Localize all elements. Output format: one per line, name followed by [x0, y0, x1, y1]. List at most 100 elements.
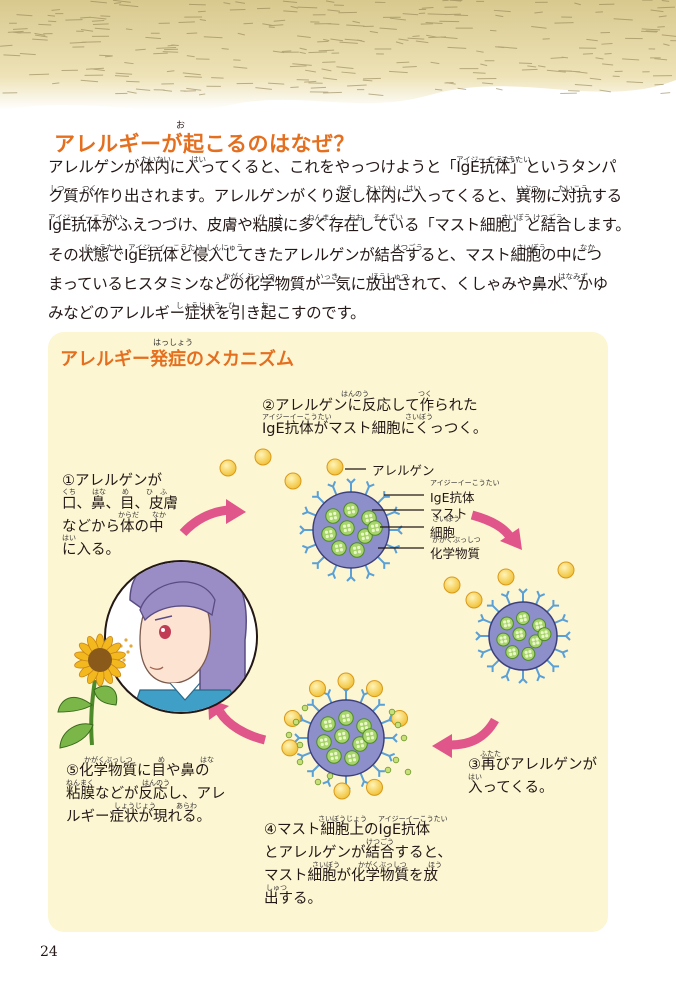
paragraph-ruby: さいぼう	[501, 213, 531, 223]
step-2-line: ②アレルゲンに反応して作られた	[262, 398, 478, 414]
paragraph-line: アレルゲンが体内に入ってくると、これをやっつけようと「IgE抗体」というタンパた…	[48, 154, 648, 183]
paragraph-ruby: かえ	[338, 184, 353, 194]
label-cell-ruby: さいぼう	[432, 515, 460, 523]
paragraph-text: みなどのアレルギー症状を引き起こすのです。	[48, 303, 366, 322]
paragraph-ruby: ねんまく	[307, 213, 337, 223]
label-ige: IgE抗体	[430, 490, 475, 505]
paragraph-line: IgE抗体がふえつづけ、皮膚や粘膜に多く存在している「マスト細胞」と結合します。…	[48, 212, 648, 241]
step-5-ruby: かがくぶっしつ	[84, 756, 133, 764]
step-1-line: ①アレルゲンが	[62, 473, 162, 489]
step-1-ruby: め	[122, 488, 129, 496]
paragraph-ruby: かがくぶっしつ	[223, 271, 276, 281]
paragraph-ruby: はい	[406, 184, 421, 194]
paragraph-ruby: アイジーイーこうたい	[48, 213, 123, 223]
paragraph-ruby: ひ	[228, 300, 236, 310]
mast-cell-releasing	[281, 672, 409, 796]
step-3-line: ③再びアレルゲンが	[468, 757, 597, 773]
step-1-line: などから体の中	[62, 519, 164, 535]
paragraph-text: IgE抗体がふえつづけ、皮膚や粘膜に多く存在している「マスト細胞」と結合します。	[48, 216, 631, 235]
step-4-ruby: さいぼうじょう	[318, 815, 367, 823]
step-5-ruby: はな	[200, 756, 214, 764]
step-5-ruby: め	[158, 756, 165, 764]
banner-texture	[0, 0, 676, 110]
step-2-ruby: さいぼう	[405, 413, 433, 421]
sunflower-icon	[57, 633, 126, 749]
step-1-ruby: はい	[62, 534, 76, 542]
step-5-ruby: しょうじょう	[114, 802, 156, 810]
step-4-ruby: しゅつ	[266, 884, 287, 892]
step-4-ruby: ほう	[428, 861, 442, 869]
paragraph-line: まっているヒスタミンなどの化学物質が一気に放出されて、くしゃみや鼻水、かゆかがく…	[48, 271, 648, 300]
heading-ruby: お	[176, 121, 186, 131]
paragraph-ruby: ふ	[276, 213, 284, 223]
body-paragraph: アレルゲンが体内に入ってくると、これをやっつけようと「IgE抗体」というタンパた…	[48, 154, 648, 329]
step-3-caption: ③再びアレルゲンが 入ってくる。	[468, 754, 597, 800]
step-4-line: 出する。	[264, 891, 322, 907]
panel-title: アレルギー発症のメカニズム	[60, 349, 294, 370]
paragraph-ruby: アイジーイーこうたい	[456, 155, 531, 164]
paragraph-ruby: ほうしゅつ	[371, 271, 409, 281]
paragraph-text: その状態でIgE抗体と侵入してきたアレルゲンが結合すると、マスト細胞の中につ	[48, 245, 602, 264]
step-5-ruby: あらわ	[176, 802, 197, 810]
step-1-ruby: ひ ふ	[146, 488, 167, 496]
arrow-step3-to-4	[432, 717, 499, 758]
step-3-ruby: はい	[468, 773, 482, 781]
paragraph-ruby: そんざい	[373, 213, 403, 223]
mast-cell-sensitized	[299, 478, 403, 582]
step-3-ruby: ふたた	[480, 750, 501, 758]
step-2-caption: ②アレルゲンに反応して作られた IgE抗体がマスト細胞にくっつく。	[262, 395, 487, 441]
step-5-line: 粘膜などが反応し、アレ	[66, 786, 226, 802]
paragraph-ruby: いぶつ	[516, 184, 539, 194]
step-1-ruby: はな	[92, 488, 106, 496]
paragraph-text: アレルゲンが体内に入ってくると、これをやっつけようと「IgE抗体」というタンパ	[48, 158, 617, 176]
label-allergen: アレルゲン	[372, 463, 435, 478]
paragraph-ruby: しょうじょう	[176, 300, 221, 310]
girl-illustration	[57, 560, 258, 749]
label-mast: マスト	[430, 506, 468, 521]
step-4-caption: ④マスト細胞上のIgE抗体 とアレルゲンが結合すると、 マスト細胞が化学物質を放…	[264, 819, 452, 911]
panel-title-ruby: はっしょう	[153, 338, 193, 347]
step-4-ruby: さいぼう	[312, 861, 340, 869]
step-4-ruby: かがくぶっしつ	[358, 861, 407, 869]
step-1-ruby: からだ	[118, 511, 139, 519]
paragraph-text: ク質が作り出されます。アレルゲンがくり返し体内に入ってくると、異物に対抗する	[48, 187, 622, 206]
paragraph-ruby: アイジーイーこうたい	[128, 242, 203, 252]
paragraph-ruby: はい	[191, 155, 206, 164]
mast-cell-reexposed	[475, 588, 571, 684]
paragraph-ruby: なか	[580, 242, 595, 252]
paragraph-ruby: たいない	[141, 155, 171, 164]
step-2-ruby: アイジーイーこうたい	[262, 413, 332, 421]
allergen-particles	[219, 448, 575, 800]
step-5-line: ⑤化学物質に目や鼻の	[66, 763, 210, 779]
step-1-ruby: なか	[152, 511, 166, 519]
paragraph-line: ク質が作り出されます。アレルゲンがくり返し体内に入ってくると、異物に対抗するしつ…	[48, 183, 648, 212]
paragraph-ruby: こうたい	[488, 155, 518, 164]
label-chem-ruby: かがくぶっしつ	[432, 536, 481, 544]
paragraph-ruby: ひ	[258, 213, 266, 223]
step-5-ruby: ねんまく	[66, 779, 94, 787]
step-4-ruby: けつごう	[366, 838, 394, 846]
step-1-line: 口、鼻、目、皮膚	[62, 496, 178, 512]
step-4-ruby: アイジーイーこうたい	[378, 815, 448, 823]
released-chemical-dots	[285, 704, 412, 786]
paragraph-ruby: しつ	[50, 184, 65, 194]
label-cell: 細胞	[430, 525, 456, 540]
label-chem: 化学物質	[430, 546, 481, 561]
step-2-ruby: つく	[418, 390, 432, 398]
arrow-step2-to-3	[470, 510, 522, 550]
step-4-line: とアレルゲンが結合すると、	[264, 845, 452, 861]
arrow-step1-to-2	[179, 499, 246, 537]
step-2-ruby: はんのう	[341, 390, 369, 398]
paragraph-ruby: つく	[82, 184, 97, 194]
paragraph-ruby: しんにゅう	[206, 242, 244, 252]
section-heading: アレルギーが起こるのはなぜ？	[54, 132, 355, 156]
step-1-caption: ①アレルゲンが 口、鼻、目、皮膚 などから体の中 に入る。	[62, 470, 178, 562]
step-5-ruby: はんのう	[142, 779, 170, 787]
step-5-caption: ⑤化学物質に目や鼻の 粘膜などが反応し、アレ ルギー症状が現れる。	[66, 760, 226, 829]
paragraph-line: その状態でIgE抗体と侵入してきたアレルゲンが結合すると、マスト細胞の中につじょ…	[48, 242, 648, 271]
step-5-line: ルギー症状が現れる。	[66, 809, 211, 825]
step-1-line: に入る。	[62, 542, 120, 558]
step-1-ruby: くち	[62, 488, 76, 496]
paragraph-ruby: さいぼう	[516, 242, 546, 252]
